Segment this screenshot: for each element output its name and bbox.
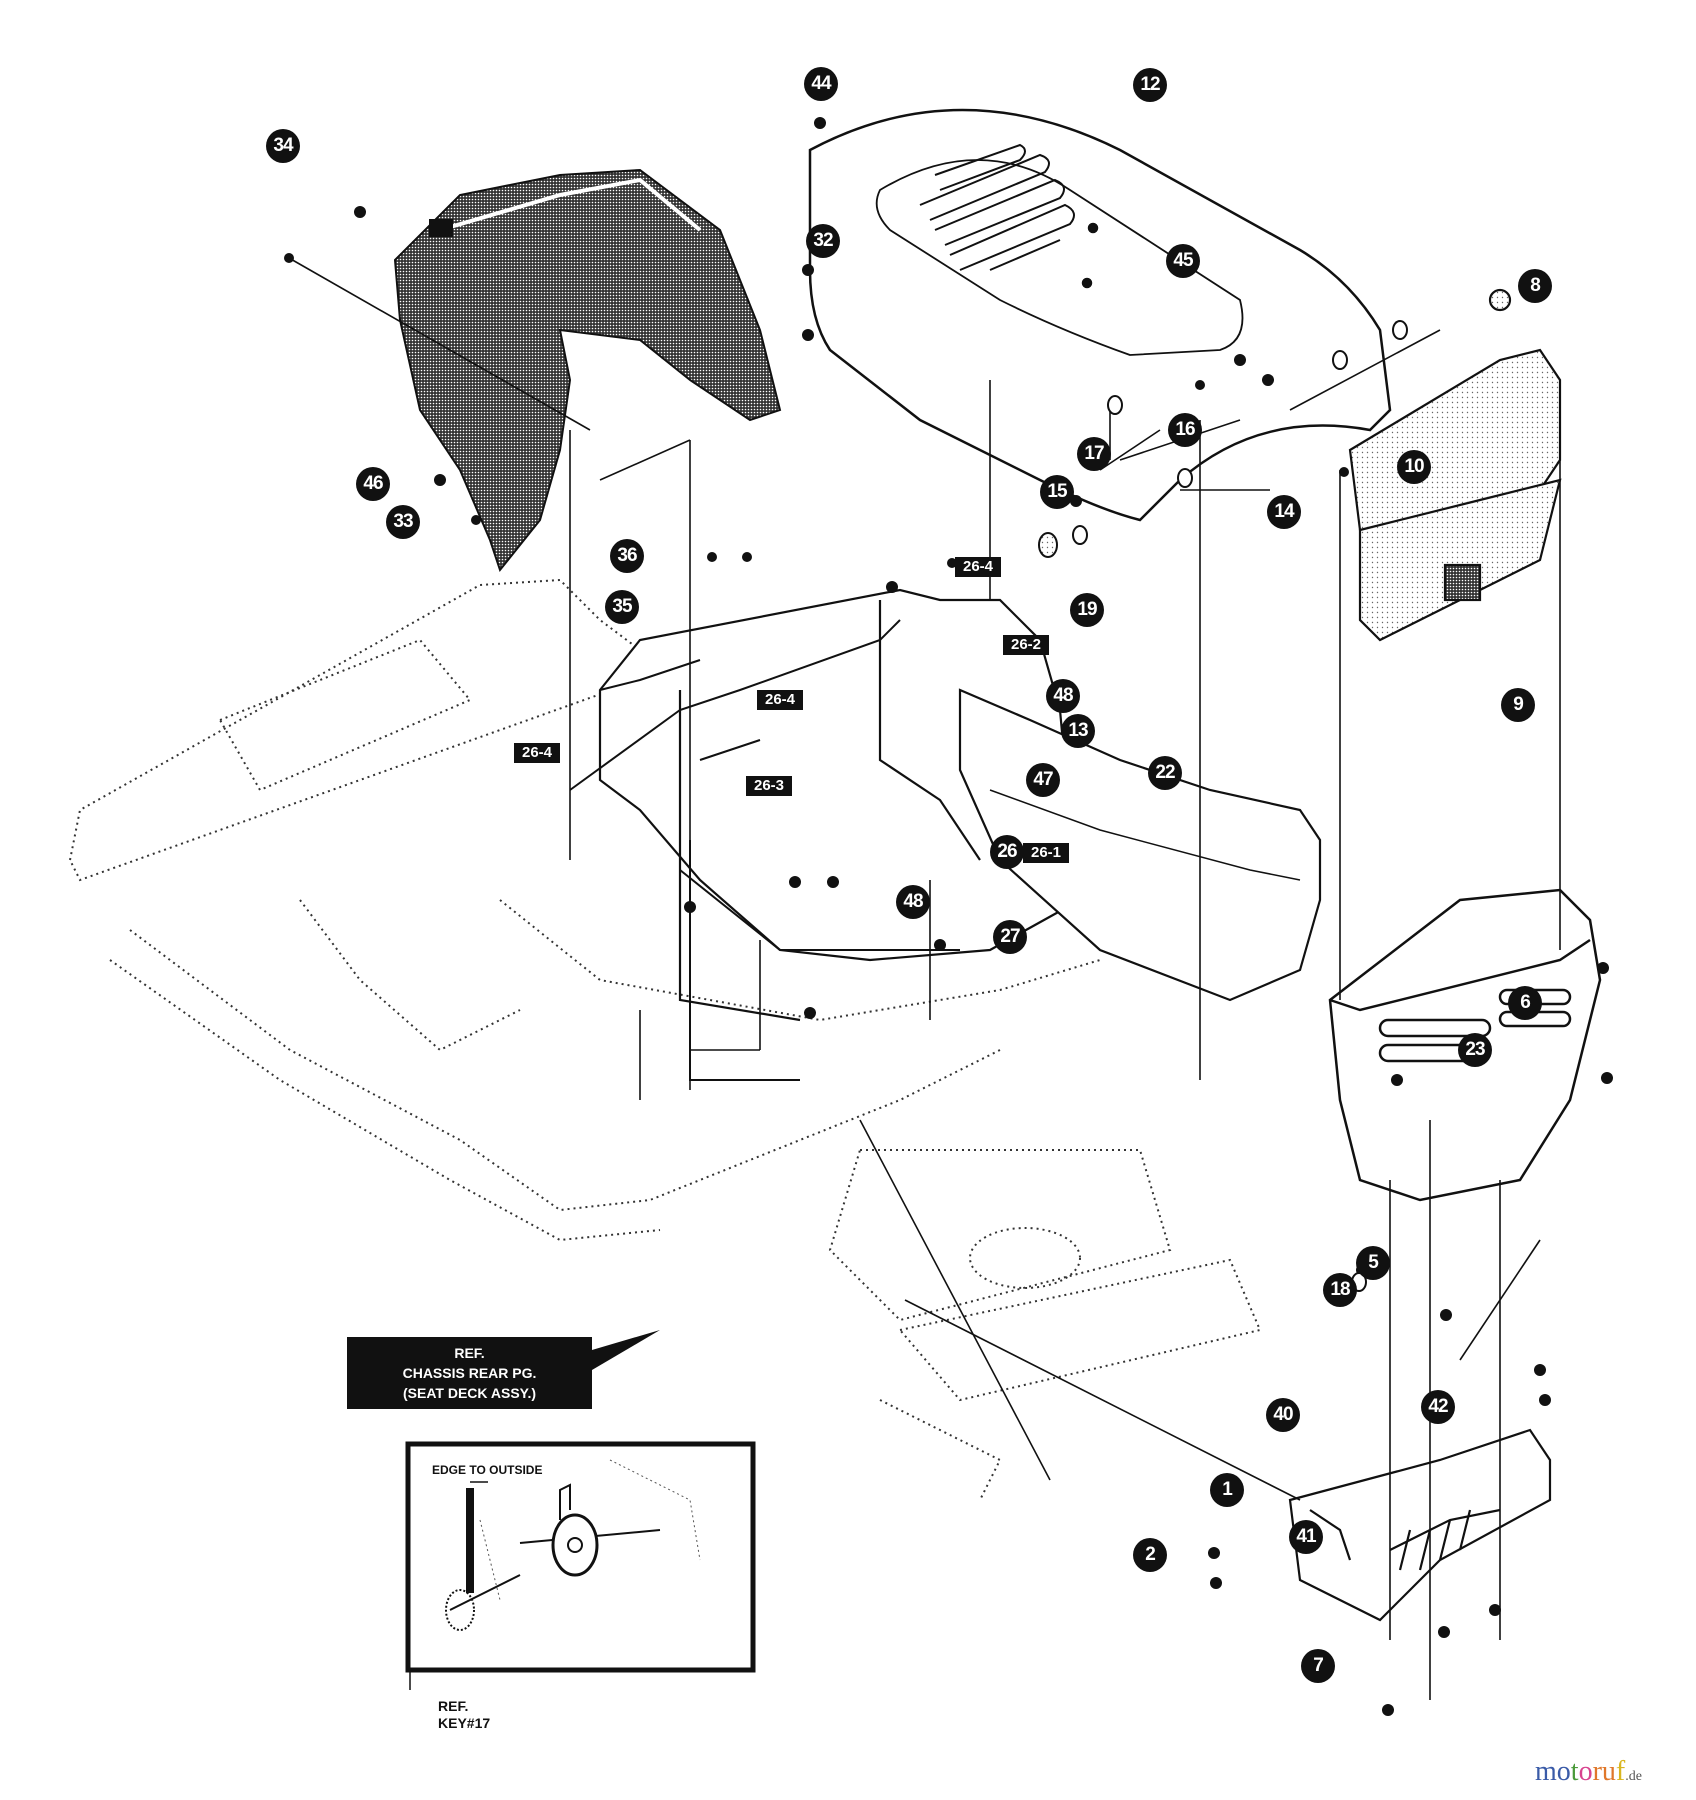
callout-33[interactable]: 33 [386,505,420,539]
callout-26[interactable]: 26 [990,835,1024,869]
headlight-housing-part-8 [1348,288,1562,642]
callout-7[interactable]: 7 [1301,1649,1335,1683]
reference-pointer [592,1330,660,1370]
edge-to-outside-label: EDGE TO OUTSIDE [432,1463,543,1477]
watermark-letter: m [1535,1756,1557,1787]
callout-18[interactable]: 18 [1323,1273,1357,1307]
callout-13[interactable]: 13 [1061,714,1095,748]
tag-26-1[interactable]: 26-1 [1023,843,1070,863]
ref-line-1: REF. [454,1345,485,1361]
callout-48-upper[interactable]: 48 [1046,679,1080,713]
callout-10[interactable]: 10 [1397,450,1431,484]
watermark-letter: r [1592,1756,1602,1787]
callout-6[interactable]: 6 [1508,986,1542,1020]
callout-35[interactable]: 35 [605,590,639,624]
key-ref-line-2: KEY#17 [438,1715,491,1731]
callout-14[interactable]: 14 [1267,495,1301,529]
callout-44[interactable]: 44 [804,67,838,101]
callout-40[interactable]: 40 [1266,1398,1300,1432]
lower-bracket-part-1 [1288,1428,1552,1622]
tag-26-2[interactable]: 26-2 [1003,635,1050,655]
callout-5[interactable]: 5 [1356,1246,1390,1280]
callout-19[interactable]: 19 [1070,593,1104,627]
tag-26-4-top[interactable]: 26-4 [955,557,1002,577]
callout-8[interactable]: 8 [1518,269,1552,303]
watermark-letter: f [1615,1756,1626,1787]
hood-part-12 [808,108,1392,522]
chassis-reference-note: REF. CHASSIS REAR PG. (SEAT DECK ASSY.) [347,1337,592,1409]
tag-26-3[interactable]: 26-3 [746,776,793,796]
ref-line-3: (SEAT DECK ASSY.) [402,1385,536,1401]
inset-detail-box [405,1441,756,1690]
callout-16[interactable]: 16 [1168,413,1202,447]
watermark-suffix: .de [1625,1769,1642,1784]
callout-36[interactable]: 36 [610,539,644,573]
callout-15[interactable]: 15 [1040,475,1074,509]
watermark-letter: o [1556,1756,1571,1787]
tag-26-4-left[interactable]: 26-4 [514,743,561,763]
motoruf-watermark: motoruf.de [1535,1756,1642,1788]
callout-17[interactable]: 17 [1077,437,1111,471]
callout-34[interactable]: 34 [266,129,300,163]
callout-41[interactable]: 41 [1289,1520,1323,1554]
ref-line-2: CHASSIS REAR PG. [402,1365,537,1381]
callout-23[interactable]: 23 [1458,1033,1492,1067]
fastener-hardware [284,117,1613,1716]
callout-22[interactable]: 22 [1148,756,1182,790]
tag-26-4-middle[interactable]: 26-4 [757,690,804,710]
key-ref-line-1: REF. [438,1698,469,1714]
callout-48-lower[interactable]: 48 [896,885,930,919]
callout-45[interactable]: 45 [1166,244,1200,278]
watermark-letter: t [1570,1756,1579,1787]
dash-panel-part-32 [393,168,782,573]
key-17-reference: REF. KEY#17 [438,1698,490,1732]
callout-46[interactable]: 46 [356,467,390,501]
watermark-letter: u [1601,1756,1616,1787]
callout-9[interactable]: 9 [1501,688,1535,722]
callout-1[interactable]: 1 [1210,1473,1244,1507]
callout-32[interactable]: 32 [806,224,840,258]
callout-47[interactable]: 47 [1026,763,1060,797]
callout-27[interactable]: 27 [993,920,1027,954]
watermark-letter: o [1578,1756,1593,1787]
callout-2[interactable]: 2 [1133,1538,1167,1572]
callout-12[interactable]: 12 [1133,68,1167,102]
callout-42[interactable]: 42 [1421,1390,1455,1424]
